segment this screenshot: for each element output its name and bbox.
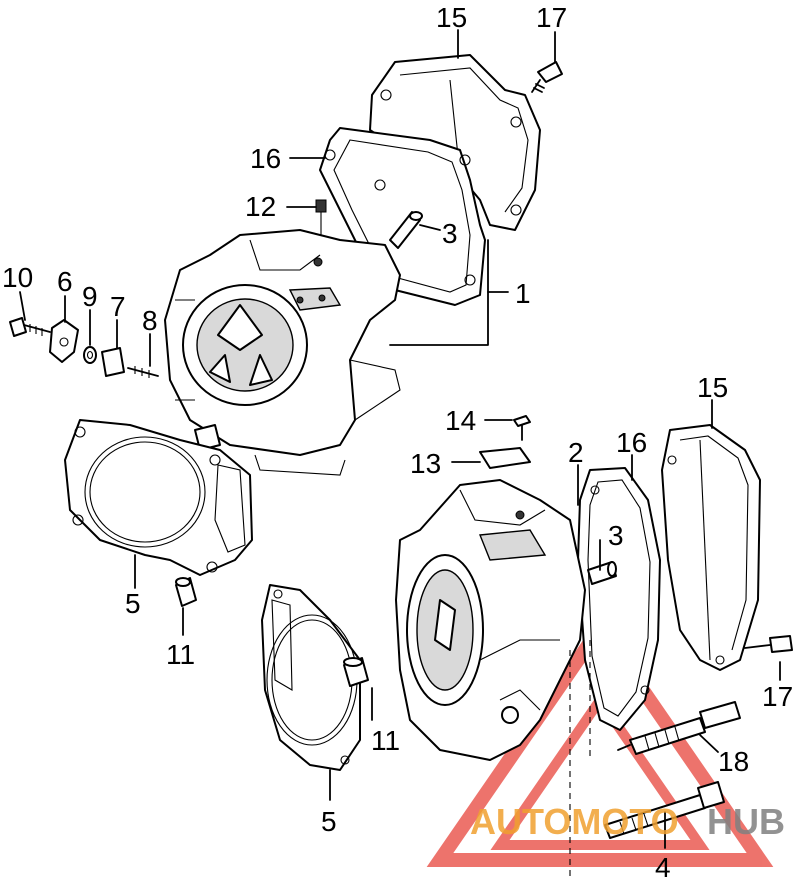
watermark-text-automoto: AUTOMOTO [470, 801, 679, 842]
callout-7: 7 [110, 291, 126, 322]
callout-11-mid: 11 [371, 725, 400, 756]
callout-18: 18 [718, 746, 749, 777]
valve-cover-gasket-right [577, 467, 661, 731]
watermark-text: AUTOMOTO HUB [470, 801, 785, 842]
callout-10: 10 [2, 262, 33, 293]
callout-3-right: 3 [608, 520, 624, 551]
head-gasket-bottom [261, 584, 361, 771]
callout-5-left: 5 [125, 588, 141, 619]
callout-5-bottom: 5 [321, 806, 337, 837]
callout-4: 4 [655, 852, 671, 883]
spark-plug-18 [617, 701, 741, 755]
callout-1: 1 [515, 278, 531, 309]
callout-6: 6 [57, 266, 73, 297]
cylinder-head-right [395, 479, 586, 761]
leader-lines [19, 29, 781, 880]
dowel-11-mid [343, 657, 369, 687]
callout-15-top: 15 [436, 2, 467, 33]
callout-8: 8 [142, 305, 158, 336]
valve-cover-gasket-top [319, 127, 486, 306]
callout-12: 12 [245, 191, 276, 222]
callout-2: 2 [568, 437, 584, 468]
tensioner-parts [9, 317, 159, 378]
callout-14: 14 [445, 405, 476, 436]
callout-9: 9 [82, 281, 98, 312]
callout-16-right: 16 [616, 427, 647, 458]
callout-17-top: 17 [536, 2, 567, 33]
callout-16-top: 16 [250, 143, 281, 174]
dowel-pin-top [389, 211, 423, 249]
bolt-4 [604, 781, 725, 839]
callout-11-left: 11 [166, 639, 195, 670]
callout-13: 13 [410, 448, 441, 479]
head-gasket-left [64, 419, 253, 576]
callout-15-right: 15 [697, 372, 728, 403]
bolt-17-right [744, 635, 793, 653]
cylinder-head-top [164, 229, 401, 476]
bolt-17-top [531, 61, 563, 93]
watermark-text-hub: HUB [707, 801, 785, 842]
callout-3-top: 3 [442, 218, 458, 249]
dowel-pin-right [587, 561, 617, 585]
dowel-11-left [175, 577, 197, 607]
valve-cover-right [661, 424, 761, 671]
plate-13-and-screw-14 [479, 415, 531, 469]
screw-12 [315, 199, 327, 235]
callout-17-right: 17 [762, 681, 793, 712]
